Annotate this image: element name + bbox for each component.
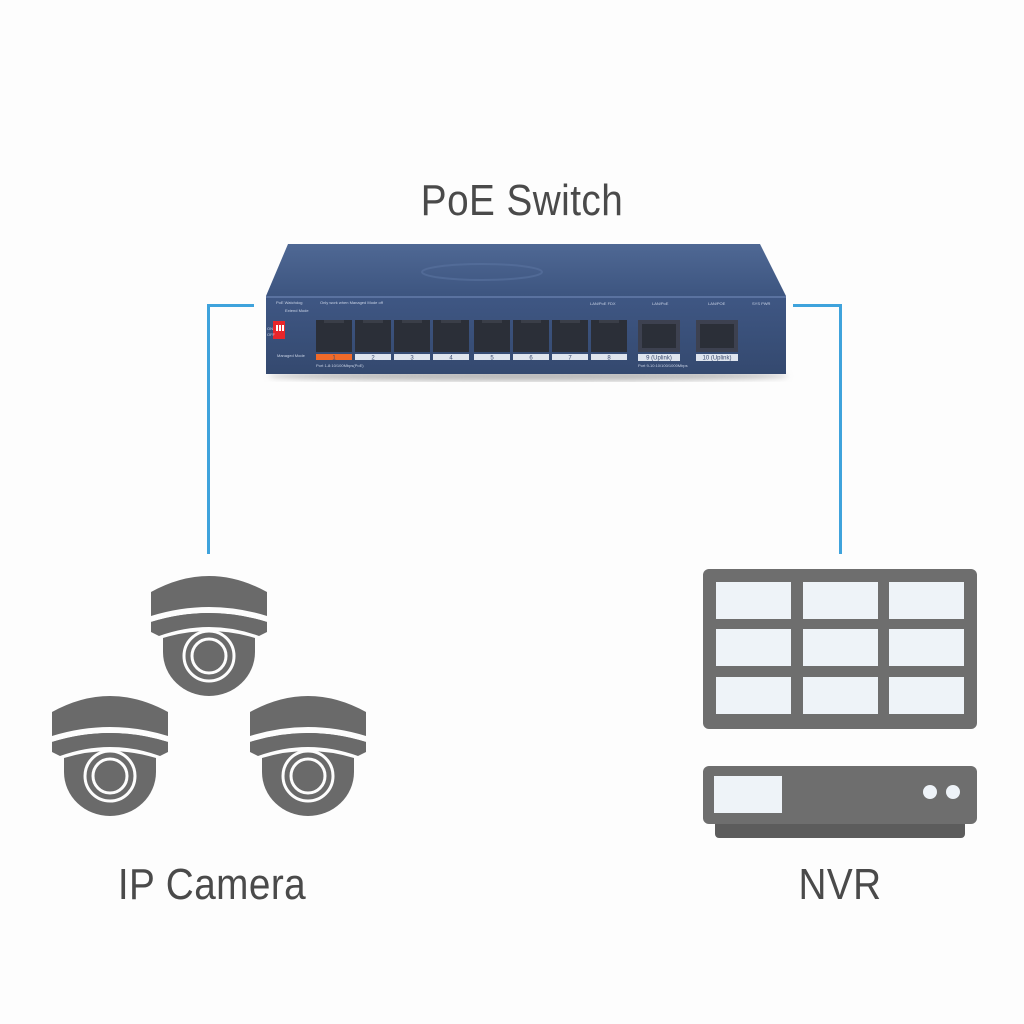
camera-connector-vertical — [207, 304, 210, 554]
uplink-text-9: 9 (Uplink) — [646, 356, 672, 362]
port-number-7: 7 — [568, 356, 572, 362]
poe-switch-title: PoE Switch — [420, 176, 624, 225]
port-label-8 — [591, 354, 627, 360]
uplink-label-9 — [638, 354, 680, 361]
ethernet-port-1 — [316, 320, 352, 352]
ethernet-port-7 — [552, 320, 588, 352]
svg-text:LAN/PoE FDX: LAN/PoE FDX — [590, 301, 616, 306]
brand-logo-icon — [421, 263, 543, 281]
svg-text:OFF: OFF — [267, 332, 276, 337]
svg-text:SYS PWR: SYS PWR — [752, 301, 771, 306]
port-label-5 — [474, 354, 510, 360]
port-labels: 1 2 3 4 5 6 7 8 9 (Uplink) 10 (Uplink) — [316, 354, 738, 362]
svg-text:Managed Mode: Managed Mode — [277, 353, 306, 358]
svg-text:ON: ON — [267, 326, 273, 331]
port-number-3: 3 — [410, 356, 414, 362]
ethernet-port-6 — [513, 320, 549, 352]
uplink-label-10 — [696, 354, 738, 361]
svg-text:Port 9-10:10/100/1000Mbps: Port 9-10:10/100/1000Mbps — [638, 363, 688, 368]
port-number-1: 1 — [332, 356, 336, 362]
svg-text:LAN/PoE: LAN/PoE — [652, 301, 669, 306]
port-number-5: 5 — [490, 356, 494, 362]
nvr-label: NVR — [798, 860, 882, 909]
port-label-4 — [433, 354, 469, 360]
svg-text:LAN/POE: LAN/POE — [708, 301, 726, 306]
svg-text:Port 1-8:10/100Mbps(PoE): Port 1-8:10/100Mbps(PoE) — [316, 363, 364, 368]
switch-top-panel — [266, 244, 786, 296]
ethernet-port-3 — [394, 320, 430, 352]
nvr-connector-vertical — [839, 304, 842, 554]
port-label-2 — [355, 354, 391, 360]
svg-text:Only work when Managed Mode of: Only work when Managed Mode off — [320, 300, 384, 305]
ethernet-port-4 — [433, 320, 469, 352]
port-number-6: 6 — [529, 356, 533, 362]
uplink-text-10: 10 (Uplink) — [702, 356, 731, 362]
port-label-7 — [552, 354, 588, 360]
camera-connector-horizontal — [207, 304, 254, 307]
ethernet-port-2 — [355, 320, 391, 352]
ethernet-port-5 — [474, 320, 510, 352]
port-number-2: 2 — [371, 356, 375, 362]
ethernet-port-8 — [591, 320, 627, 352]
port-number-4: 4 — [449, 356, 453, 362]
svg-text:PoE Watchdog: PoE Watchdog — [276, 300, 303, 305]
nvr-connector-horizontal — [793, 304, 842, 307]
port-label-1 — [316, 354, 352, 360]
port-label-3 — [394, 354, 430, 360]
port-number-8: 8 — [607, 356, 611, 362]
ip-camera-label: IP Camera — [117, 860, 307, 909]
svg-text:Extend Mode: Extend Mode — [285, 308, 309, 313]
ethernet-ports — [316, 320, 738, 352]
port-label-6 — [513, 354, 549, 360]
